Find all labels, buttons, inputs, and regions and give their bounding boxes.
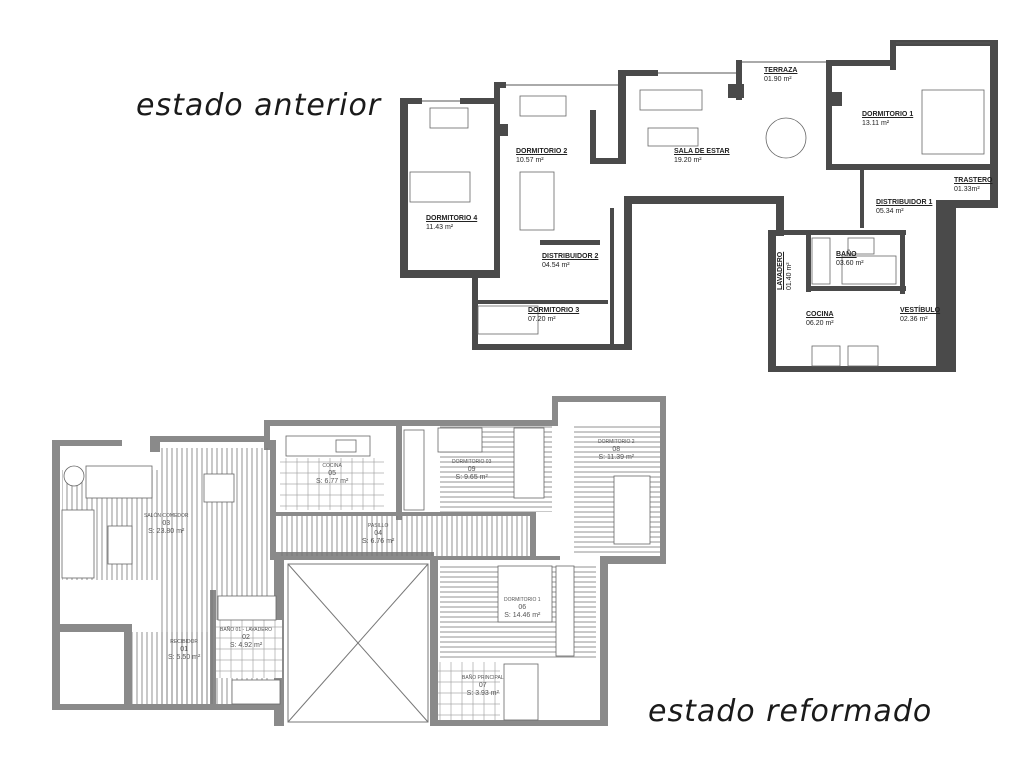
caption-after: estado reformado [648, 694, 933, 729]
caption-before: estado anterior [136, 88, 382, 123]
